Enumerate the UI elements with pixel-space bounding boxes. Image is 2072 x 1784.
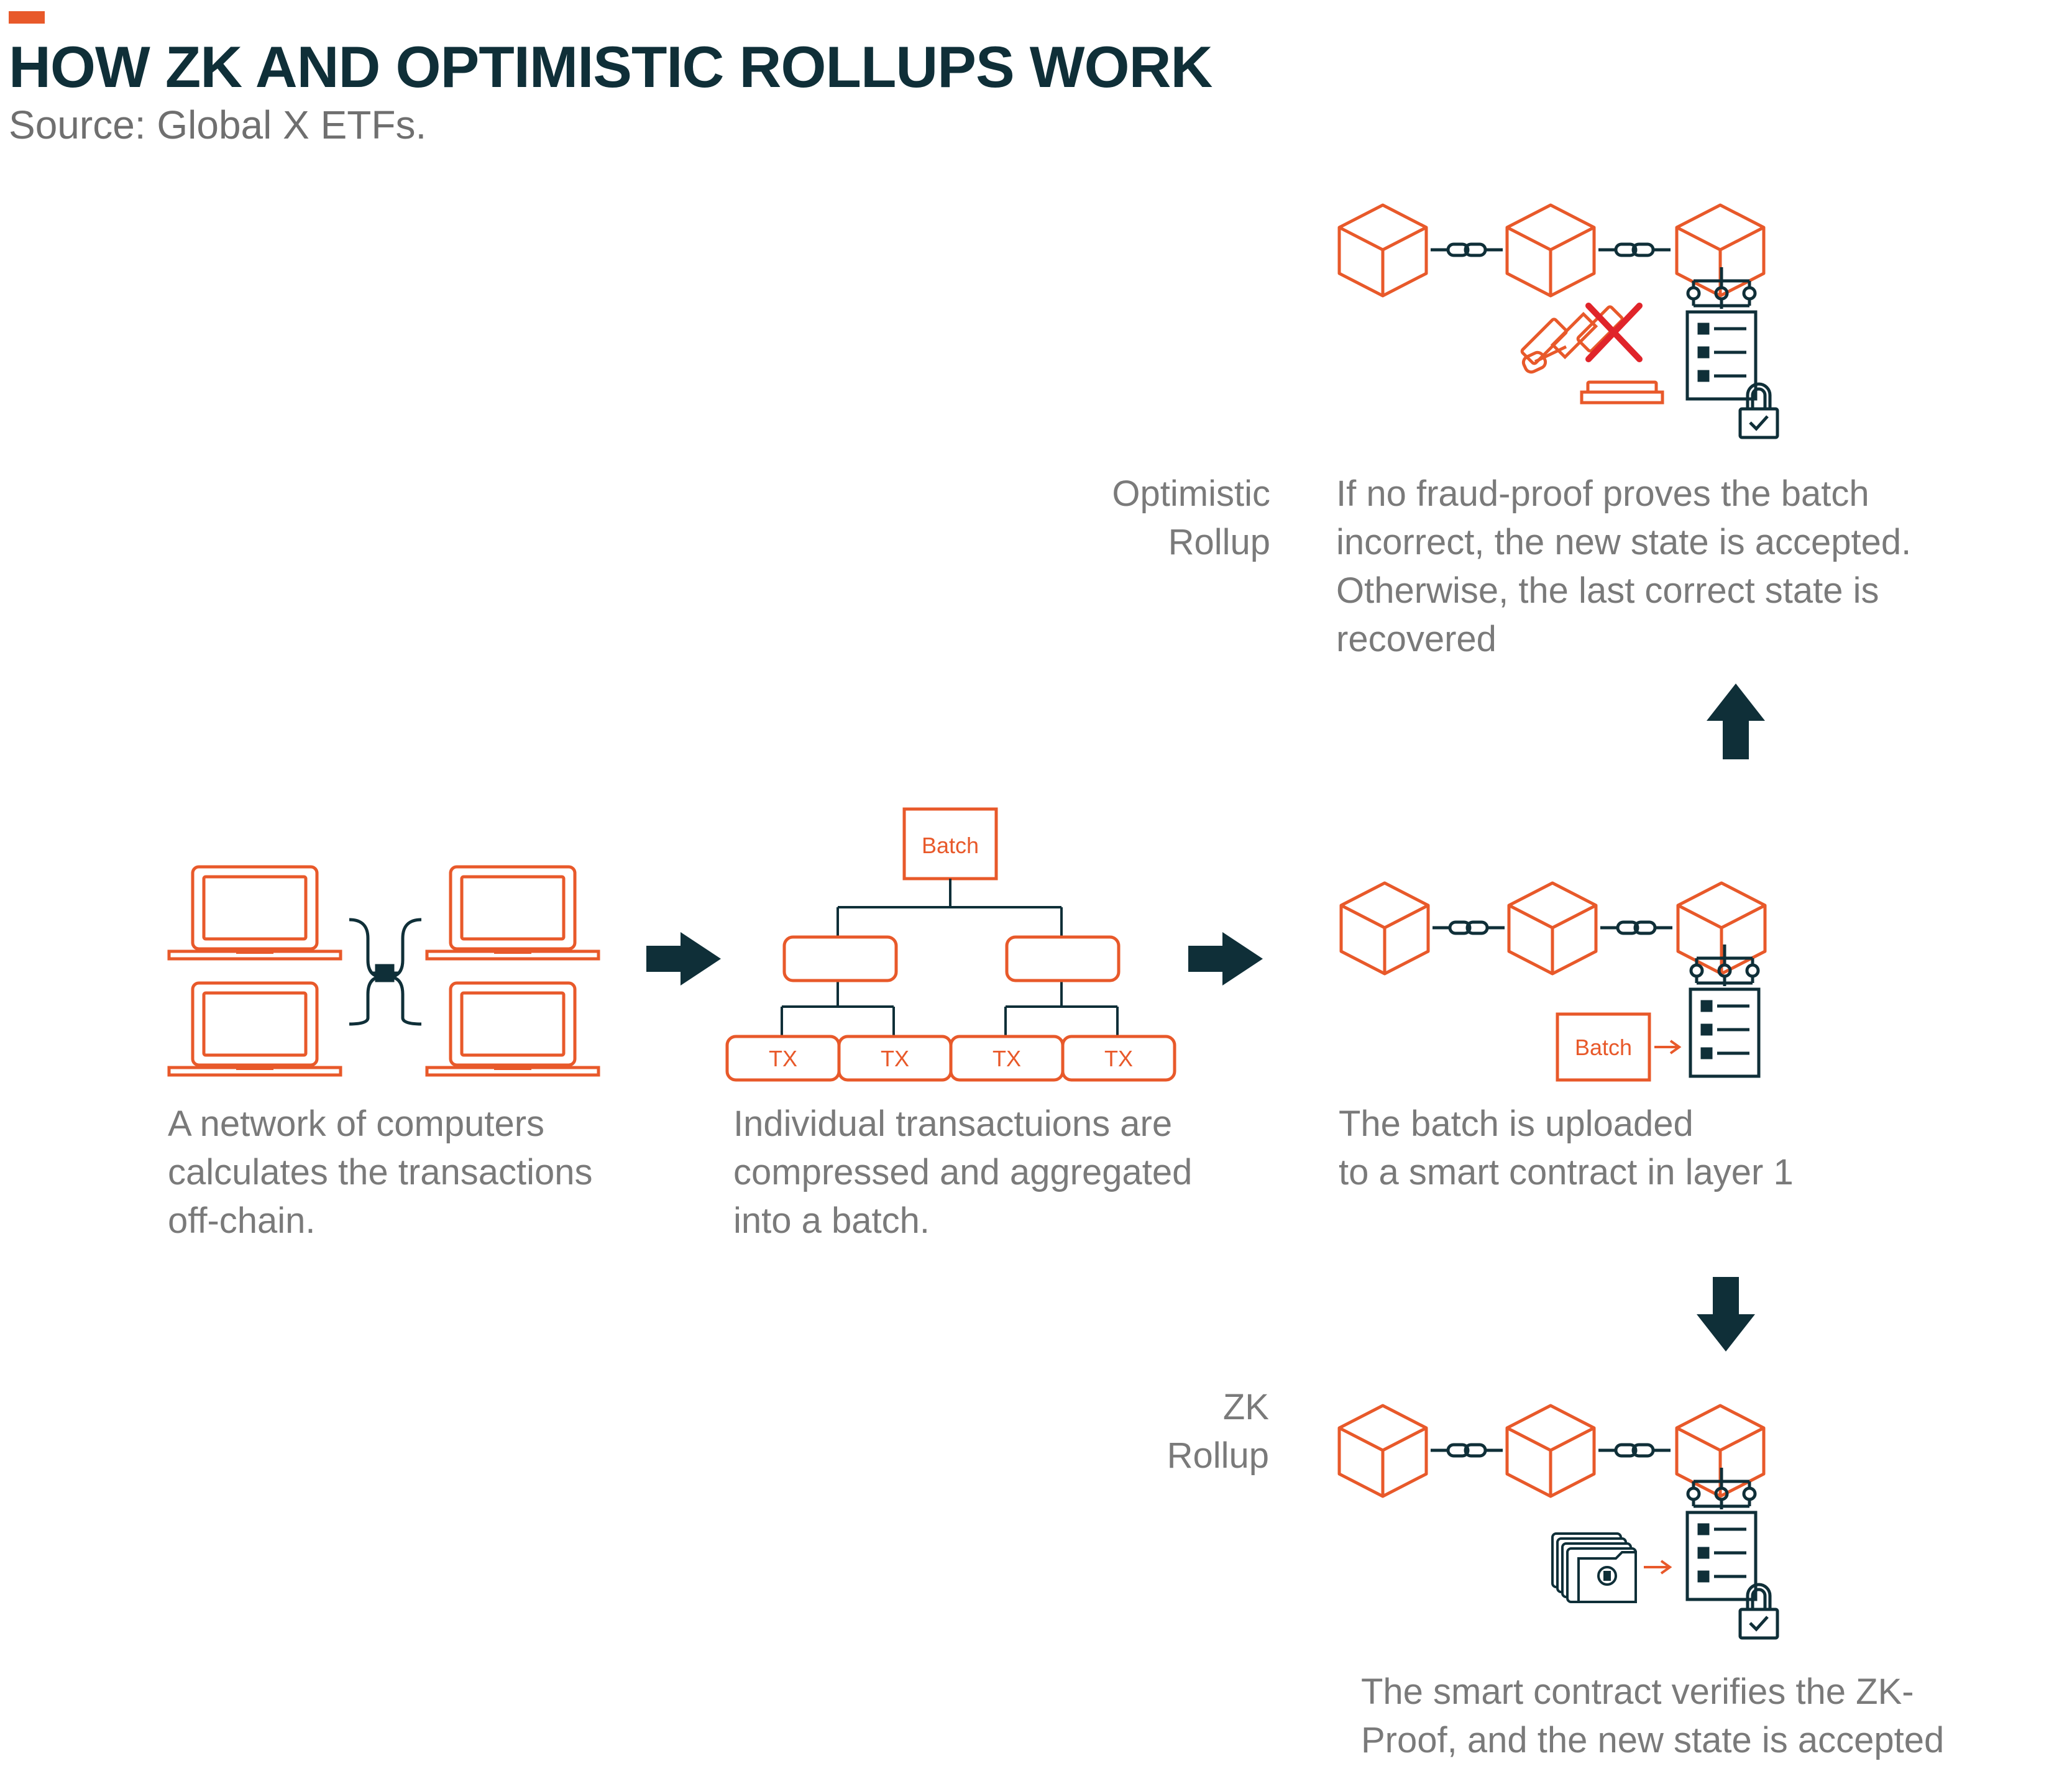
batch-node-box (782, 935, 898, 982)
arrow-right-icon (1188, 932, 1263, 986)
blockchain-cube-icon (1339, 205, 1426, 296)
laptop-icon (427, 867, 598, 959)
batch-tree: Batch TX TX TX TX (725, 807, 1176, 1082)
gavel-icon (1520, 305, 1664, 405)
laptop-icon (169, 983, 341, 1075)
wallet-proof-icon (1551, 1532, 1637, 1603)
cross-icon (1585, 303, 1643, 362)
upload-arrow-icon (1654, 1040, 1682, 1054)
network-connector-icon (349, 918, 422, 1026)
optimistic-rollup-label: Optimistic Rollup (1112, 473, 1270, 562)
batch-root-label: Batch (922, 833, 979, 858)
smart-contract-icon (1687, 1468, 1756, 1599)
zk-rollup-graphic (1339, 1406, 1777, 1638)
blockchain-cube-icon (1507, 1406, 1594, 1496)
laptop-icon (427, 983, 598, 1075)
tx-label: TX (992, 1046, 1021, 1071)
chain-link-icon (1431, 244, 1503, 255)
computer-network (169, 867, 598, 1075)
tx-label: TX (881, 1046, 909, 1071)
tx-box (1061, 1035, 1176, 1082)
chain-link-icon (1431, 1445, 1503, 1456)
proof-arrow-icon (1644, 1560, 1672, 1575)
chain-link-icon (1598, 244, 1671, 255)
blockchain-cube-icon (1341, 883, 1428, 974)
zk-rollup-label: ZK Rollup (1167, 1387, 1269, 1476)
uploaded-batch-box (1556, 1012, 1651, 1082)
arrow-down-icon (1697, 1277, 1755, 1352)
title-accent-bar (9, 11, 45, 24)
uploaded-batch-label: Batch (1575, 1035, 1632, 1060)
zk-description: The smart contract verifies the ZK- Proo… (1361, 1672, 1945, 1760)
chain-link-icon (1433, 922, 1505, 933)
network-description: A network of computers calculates the tr… (168, 1104, 593, 1241)
tx-label: TX (1104, 1046, 1133, 1071)
laptop-icon (169, 867, 341, 959)
page-title: HOW ZK AND OPTIMISTIC ROLLUPS WORK (9, 34, 1212, 99)
padlock-check-icon (1740, 384, 1777, 437)
batch-node-box (1005, 935, 1121, 982)
source-note: Source: Global X ETFs. (9, 103, 427, 147)
batch-upload-graphic: Batch (1341, 883, 1765, 1082)
tx-label: TX (769, 1046, 797, 1071)
optimistic-rollup-graphic (1339, 205, 1777, 437)
blockchain-cube-icon (1509, 883, 1596, 974)
arrow-right-icon (646, 932, 721, 986)
chain-link-icon (1600, 922, 1672, 933)
batching-description: Individual transactuions are compressed … (733, 1104, 1193, 1241)
blockchain-cube-icon (1339, 1406, 1426, 1496)
smart-contract-icon (1687, 267, 1756, 399)
optimistic-description: If no fraud-proof proves the batch incor… (1336, 473, 1912, 659)
blockchain-cube-icon (1507, 205, 1594, 296)
chain-link-icon (1598, 1445, 1671, 1456)
upload-description: The batch is uploaded to a smart contrac… (1339, 1104, 1794, 1192)
arrow-up-icon (1707, 684, 1765, 759)
padlock-check-icon (1740, 1585, 1777, 1638)
